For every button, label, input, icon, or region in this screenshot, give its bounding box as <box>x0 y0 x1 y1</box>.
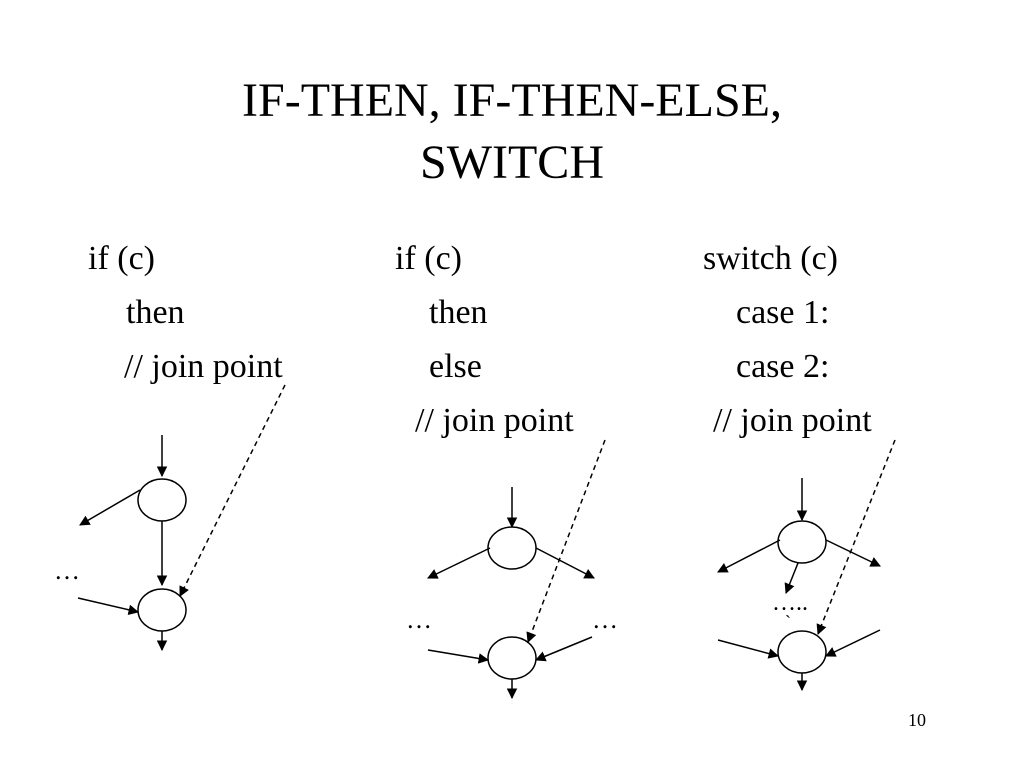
switch-condition-node <box>777 520 827 564</box>
if-then-join-pointer <box>179 384 286 597</box>
switch-incoming-left-arrow <box>717 639 780 659</box>
slide-title: IF-THEN, IF-THEN-ELSE, SWITCH <box>0 70 1024 194</box>
if-then-condition-node <box>137 478 187 522</box>
if-then-ellipsis: … <box>54 556 80 585</box>
switch-join-pointer <box>816 439 896 635</box>
if-then-branch-out-arrow <box>79 489 141 526</box>
ite-incoming-right-arrow <box>535 636 593 662</box>
if-then-line-join: // join point <box>124 348 283 385</box>
ite-join-node <box>487 636 537 680</box>
ite-else-arrow <box>535 547 595 579</box>
switch-line-case1: case 1: <box>736 294 830 331</box>
if-then-else-ellipsis-right: … <box>592 605 618 634</box>
switch-case-mid-arrow <box>784 562 799 594</box>
if-then-else-diagram <box>427 439 606 700</box>
switch-diagram <box>717 439 896 692</box>
ite-then-arrow <box>427 547 491 579</box>
switch-tick: ` <box>785 612 791 632</box>
switch-ellipsis: ….. <box>772 590 808 616</box>
ite-incoming-left-arrow <box>427 649 490 664</box>
switch-join-node <box>777 630 827 674</box>
switch-code: switch (c) case 1: case 2: // join point <box>703 232 872 502</box>
if-then-else-line-join: // join point <box>415 402 574 439</box>
ite-join-pointer <box>526 439 606 643</box>
if-then-line-then: then <box>126 294 185 331</box>
if-then-else-ellipsis-left: … <box>406 605 432 634</box>
title-line-1: IF-THEN, IF-THEN-ELSE, <box>242 74 782 127</box>
switch-incoming-right-arrow <box>825 629 881 657</box>
page-number: 10 <box>908 710 926 730</box>
switch-case-right-arrow <box>825 539 881 567</box>
if-then-line-if: if (c) <box>88 240 156 277</box>
switch-line-switch: switch (c) <box>703 240 839 277</box>
title-line-2: SWITCH <box>420 136 604 189</box>
if-then-code: if (c) then // join point <box>88 232 283 448</box>
if-then-else-line-if: if (c) <box>395 240 463 277</box>
ite-condition-node <box>487 526 537 570</box>
switch-line-case2: case 2: <box>736 348 830 385</box>
if-then-else-code: if (c) then else // join point <box>395 232 574 502</box>
if-then-incoming-arrow <box>77 597 140 615</box>
switch-case-left-arrow <box>717 539 781 573</box>
if-then-else-line-else: else <box>429 348 482 385</box>
if-then-else-line-then: then <box>429 294 488 331</box>
if-then-join-node <box>137 588 187 632</box>
if-then-diagram <box>77 384 286 652</box>
switch-line-join: // join point <box>713 402 872 439</box>
